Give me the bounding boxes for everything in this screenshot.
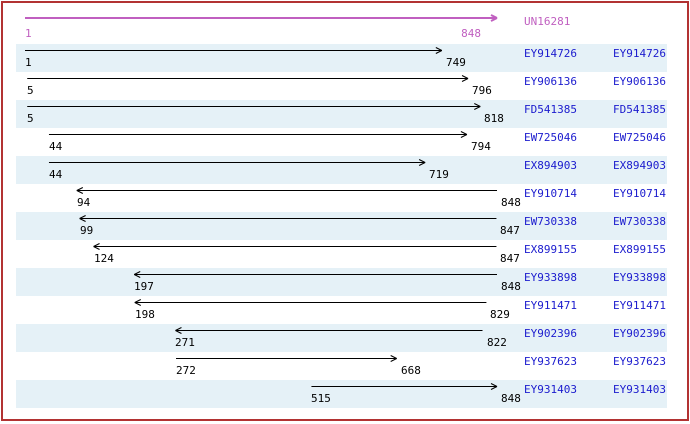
reverse-arrow xyxy=(79,215,497,222)
accession-link-secondary[interactable]: EW730338 xyxy=(613,215,666,228)
accession-link-primary[interactable]: EX899155 xyxy=(524,243,577,256)
alignment-start-coord: 272 xyxy=(176,364,196,377)
reverse-arrow xyxy=(93,243,497,250)
alignment-row: 44 719 EX894903 EX894903 xyxy=(16,156,667,184)
reference-row: 1 848 UN16281 xyxy=(16,0,667,44)
reference-end-coord: 848 xyxy=(461,27,481,40)
alignment-row: 44 794 EW725046 EW725046 xyxy=(16,128,667,156)
alignment-row: 271 822 EY902396 EY902396 xyxy=(16,324,667,352)
accession-link-secondary[interactable]: EY902396 xyxy=(613,327,666,340)
alignment-row: 99 847 EW730338 EW730338 xyxy=(16,212,667,240)
alignment-row: 1 749 EY914726 EY914726 xyxy=(16,44,667,72)
alignment-end-coord: 848 xyxy=(501,392,521,405)
alignment-end-coord: 848 xyxy=(501,196,521,209)
accession-link-primary[interactable]: FD541385 xyxy=(524,103,577,116)
accession-link-primary[interactable]: EY910714 xyxy=(524,187,577,200)
alignment-start-coord: 271 xyxy=(175,336,195,349)
forward-arrow xyxy=(25,14,498,22)
reverse-arrow xyxy=(175,327,483,334)
alignment-end-coord: 847 xyxy=(500,224,520,237)
reverse-arrow xyxy=(76,187,497,194)
alignment-start-coord: 124 xyxy=(94,252,114,265)
reference-start-coord: 1 xyxy=(25,27,32,40)
accession-link-primary[interactable]: EY906136 xyxy=(524,75,577,88)
alignment-rows-container: 1 749 EY914726 EY914726 5 796 EY906136 EY906136… xyxy=(0,44,690,408)
accession-link-primary[interactable]: EY914726 xyxy=(524,47,577,60)
alignment-start-coord: 197 xyxy=(134,280,154,293)
alignment-start-coord: 1 xyxy=(25,56,32,69)
accession-link-primary[interactable]: EY911471 xyxy=(524,299,577,312)
alignment-end-coord: 829 xyxy=(490,308,510,321)
accession-link-primary[interactable]: EW725046 xyxy=(524,131,577,144)
alignment-end-coord: 847 xyxy=(500,252,520,265)
accession-link-secondary[interactable]: EY933898 xyxy=(613,271,666,284)
alignment-row: 124 847 EX899155 EX899155 xyxy=(16,240,667,268)
accession-link-secondary[interactable]: EY914726 xyxy=(613,47,666,60)
alignment-end-coord: 848 xyxy=(501,280,521,293)
accession-link-secondary[interactable]: EX894903 xyxy=(613,159,666,172)
alignment-start-coord: 94 xyxy=(77,196,91,209)
accession-link-primary[interactable]: EX894903 xyxy=(524,159,577,172)
alignment-end-coord: 719 xyxy=(429,168,449,181)
accession-link-primary[interactable]: EW730338 xyxy=(524,215,577,228)
accession-link-primary[interactable]: EY931403 xyxy=(524,383,577,396)
alignment-row: 5 818 FD541385 FD541385 xyxy=(16,100,667,128)
accession-link-secondary[interactable]: EX899155 xyxy=(613,243,666,256)
alignment-end-coord: 749 xyxy=(446,56,466,69)
reverse-arrow xyxy=(133,271,497,278)
accession-link-secondary[interactable]: EY906136 xyxy=(613,75,666,88)
alignment-start-coord: 198 xyxy=(135,308,155,321)
accession-link-secondary[interactable]: FD541385 xyxy=(613,103,666,116)
alignment-end-coord: 794 xyxy=(471,140,491,153)
alignment-end-coord: 796 xyxy=(472,84,492,97)
alignment-start-coord: 99 xyxy=(80,224,94,237)
alignment-end-coord: 822 xyxy=(487,336,507,349)
alignment-start-coord: 44 xyxy=(49,168,63,181)
forward-arrow xyxy=(48,159,426,166)
alignment-row: 272 668 EY937623 EY937623 xyxy=(16,352,667,380)
forward-arrow xyxy=(311,383,498,390)
alignment-start-coord: 44 xyxy=(49,140,63,153)
forward-arrow xyxy=(27,103,481,110)
alignment-row: 5 796 EY906136 EY906136 xyxy=(16,72,667,100)
forward-arrow xyxy=(176,355,397,362)
accession-link-secondary[interactable]: EW725046 xyxy=(613,131,666,144)
alignment-start-coord: 5 xyxy=(27,112,34,125)
reference-accession-link[interactable]: UN16281 xyxy=(524,15,571,28)
alignment-row: 198 829 EY911471 EY911471 xyxy=(16,296,667,324)
alignment-start-coord: 5 xyxy=(27,84,34,97)
forward-arrow xyxy=(27,75,469,82)
accession-link-secondary[interactable]: EY910714 xyxy=(613,187,666,200)
alignment-start-coord: 515 xyxy=(311,392,331,405)
alignment-end-coord: 668 xyxy=(401,364,421,377)
forward-arrow xyxy=(25,47,443,54)
accession-link-primary[interactable]: EY902396 xyxy=(524,327,577,340)
accession-link-primary[interactable]: EY937623 xyxy=(524,355,577,368)
accession-link-secondary[interactable]: EY911471 xyxy=(613,299,666,312)
accession-link-secondary[interactable]: EY937623 xyxy=(613,355,666,368)
accession-link-primary[interactable]: EY933898 xyxy=(524,271,577,284)
alignment-end-coord: 818 xyxy=(484,112,504,125)
reverse-arrow xyxy=(134,299,487,306)
accession-link-secondary[interactable]: EY931403 xyxy=(613,383,666,396)
forward-arrow xyxy=(48,131,468,138)
